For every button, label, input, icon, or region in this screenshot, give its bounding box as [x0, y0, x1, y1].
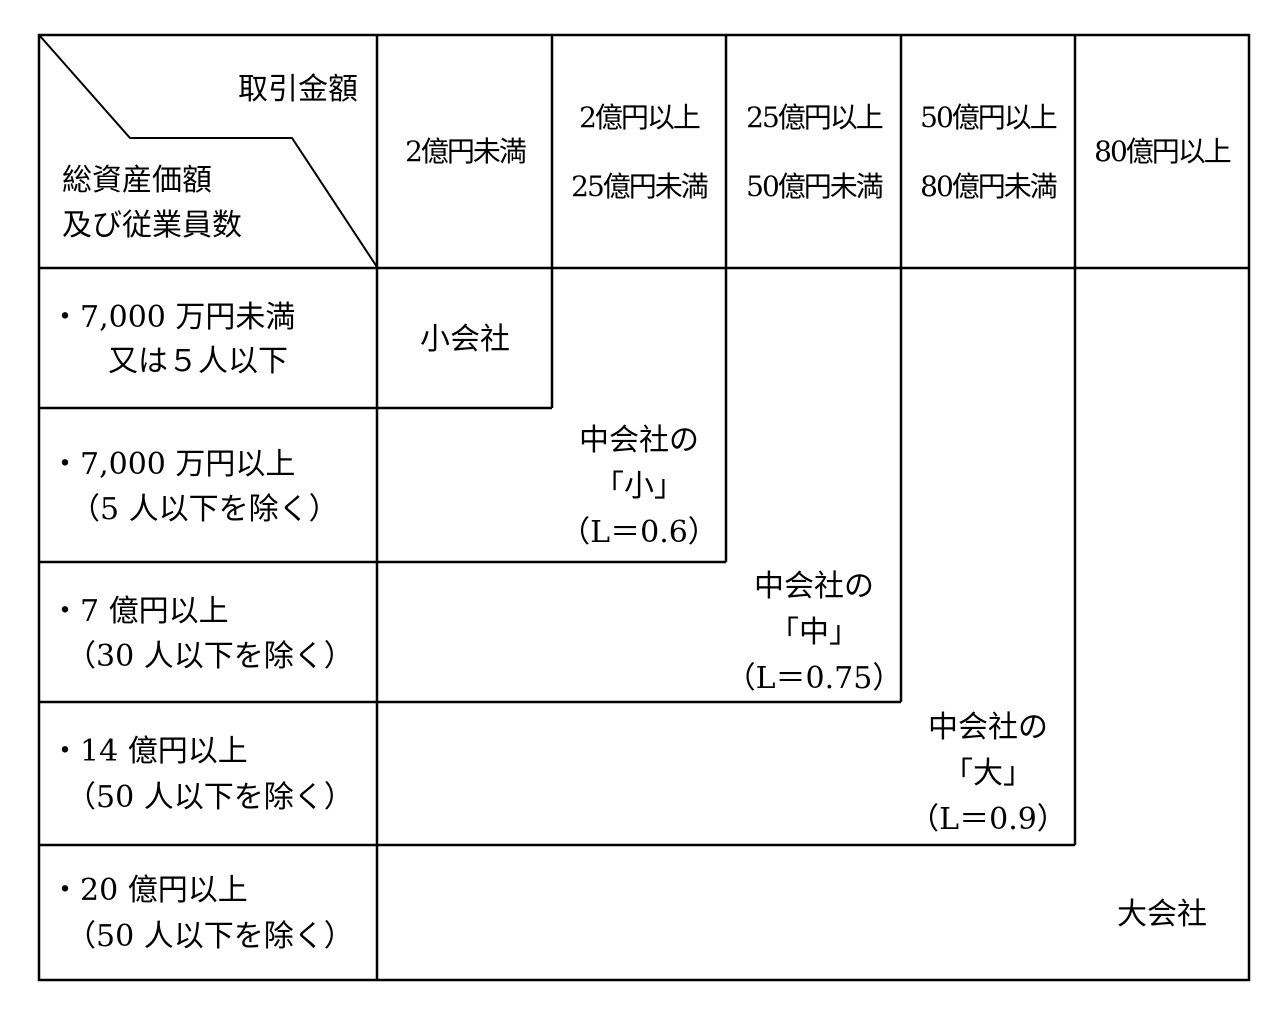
- region-mid-small-line3: （L＝0.6）: [560, 515, 718, 550]
- row-label-4-line1: ・14 億円以上: [50, 734, 248, 769]
- row-label-2-line1: ・7,000 万円以上: [50, 447, 296, 482]
- row-label-5-line2: （50 人以下を除く）: [66, 919, 354, 954]
- column-header-5: 80億円以上: [1094, 135, 1232, 168]
- column-header-1: 2億円未満: [405, 135, 527, 168]
- row-label-1-line2: 又は５人以下: [108, 344, 288, 379]
- column-header-2-line1: 2億円以上: [579, 101, 701, 134]
- region-mid-small-line1: 中会社の: [579, 423, 699, 458]
- row-label-3-line1: ・7 億円以上: [50, 594, 229, 629]
- column-header-3-line2: 50億円未満: [746, 170, 884, 203]
- row-label-1-line1: ・7,000 万円未満: [50, 300, 296, 335]
- column-header-2-line2: 25億円未満: [571, 170, 709, 203]
- region-mid-large-line2: 「大」: [943, 756, 1033, 791]
- corner-assets-label: 総資産価額: [62, 163, 212, 198]
- column-header-3-line1: 25億円以上: [746, 101, 884, 134]
- region-mid-large-line3: （L＝0.9）: [909, 802, 1067, 837]
- row-label-3-line2: （30 人以下を除く）: [66, 639, 354, 674]
- corner-employees-label: 及び従業員数: [62, 208, 242, 243]
- region-mid-small-line2: 「小」: [594, 469, 684, 504]
- column-header-4-line2: 80億円未満: [920, 170, 1058, 203]
- region-small-company: 小会社: [420, 322, 510, 357]
- region-mid-mid-line3: （L＝0.75）: [725, 661, 903, 696]
- region-mid-mid-line2: 「中」: [769, 615, 859, 650]
- region-large-company: 大会社: [1117, 897, 1207, 932]
- region-mid-large-line1: 中会社の: [928, 710, 1048, 745]
- column-header-4-line1: 50億円以上: [920, 101, 1058, 134]
- row-label-2-line2: （5 人以下を除く）: [70, 492, 339, 527]
- region-mid-mid-line1: 中会社の: [754, 569, 874, 604]
- corner-transaction-amount-label: 取引金額: [238, 72, 358, 107]
- row-label-4-line2: （50 人以下を除く）: [66, 780, 354, 815]
- row-label-5-line1: ・20 億円以上: [50, 873, 248, 908]
